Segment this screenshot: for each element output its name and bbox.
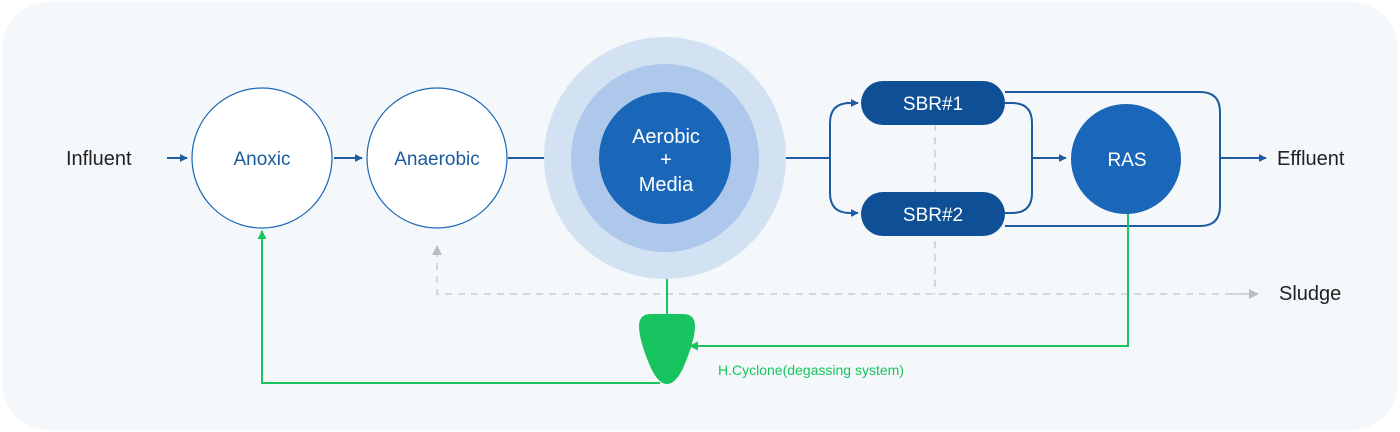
- blue-flow-lines: [167, 91, 1267, 227]
- return-cyclone-to-anoxic: [257, 230, 660, 384]
- sbr1-label: SBR#1: [903, 94, 963, 115]
- hydrocyclone-icon: [639, 314, 695, 384]
- effluent-label: Effluent: [1277, 148, 1345, 170]
- influent-label: Influent: [66, 148, 132, 170]
- aerobic-label-line2: +: [660, 149, 672, 171]
- ras-node: RAS: [1071, 104, 1181, 214]
- aerobic-label-line1: Aerobic: [632, 126, 700, 148]
- return-ras-to-cyclone: [689, 212, 1129, 351]
- sbr1-node: SBR#1: [861, 81, 1005, 125]
- aerobic-label-line3: Media: [639, 174, 694, 196]
- arrow-split-to-sbr1: [829, 102, 859, 217]
- sludge-line-horizontal: [432, 245, 1258, 295]
- sbr2-node: SBR#2: [861, 192, 1005, 236]
- sbr2-label: SBR#2: [903, 205, 963, 226]
- ras-label: RAS: [1107, 150, 1146, 171]
- anoxic-node: Anoxic: [191, 87, 333, 229]
- anoxic-label: Anoxic: [233, 149, 290, 170]
- anaerobic-node: Anaerobic: [366, 87, 508, 229]
- sludge-label: Sludge: [1279, 283, 1341, 305]
- cyclone-caption: H.Cyclone(degassing system): [718, 362, 904, 378]
- aerobic-node: Aerobic + Media: [599, 92, 731, 224]
- anaerobic-label: Anaerobic: [394, 149, 480, 170]
